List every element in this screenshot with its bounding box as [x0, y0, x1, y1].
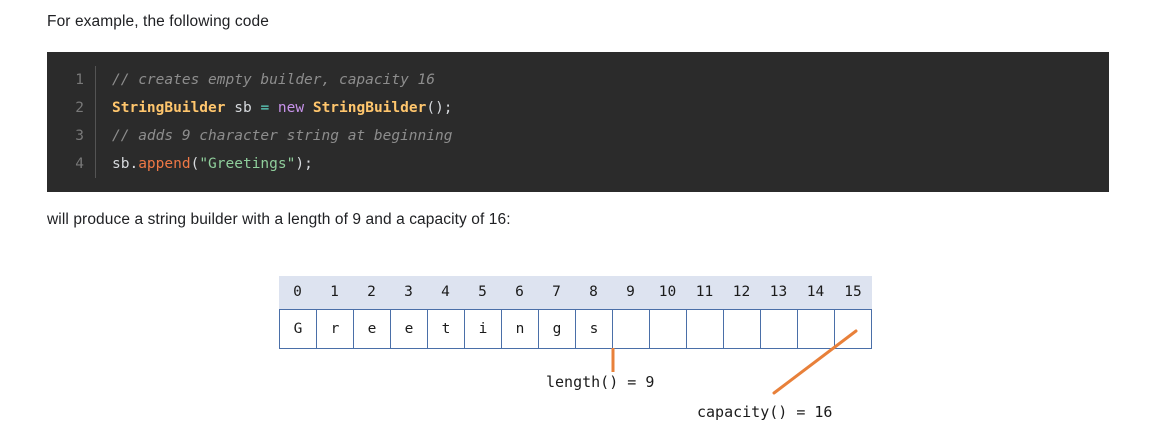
- character-cell: [835, 310, 873, 348]
- method-token: append: [138, 156, 191, 172]
- constructor-token: StringBuilder: [312, 100, 427, 116]
- code-line-3: 3 // adds 9 character string at beginnin…: [47, 122, 1109, 150]
- character-cell: [687, 310, 724, 348]
- index-cell: 14: [806, 284, 825, 300]
- character-cell: [724, 310, 761, 348]
- character-cell: [650, 310, 687, 348]
- character-cell: r: [317, 310, 354, 348]
- index-cell: 15: [844, 284, 862, 300]
- character-cell: [761, 310, 798, 348]
- index-cell: 4: [441, 284, 450, 300]
- index-cell: 2: [367, 284, 376, 300]
- result-paragraph: will produce a string builder with a len…: [47, 211, 511, 228]
- code-line-4-content: sb.append("Greetings");: [95, 150, 1109, 178]
- character-cell: n: [502, 310, 539, 348]
- character-cell: e: [354, 310, 391, 348]
- variable-token: sb: [234, 100, 252, 116]
- comment-token: // creates empty builder, capacity 16: [112, 72, 436, 88]
- code-line-2-content: StringBuilder sb = new StringBuilder();: [95, 94, 1109, 122]
- character-cell: [798, 310, 835, 348]
- operator-token: =: [260, 100, 270, 116]
- index-cell: 13: [769, 284, 788, 300]
- type-token: StringBuilder: [112, 100, 226, 116]
- index-cell: 0: [293, 284, 302, 300]
- line-number-4: 4: [75, 156, 84, 172]
- character-cell: t: [428, 310, 465, 348]
- comment-token: // adds 9 character string at beginning: [112, 128, 453, 144]
- character-cell: g: [539, 310, 576, 348]
- index-cell: 1: [330, 284, 339, 300]
- index-cell: 6: [515, 284, 524, 300]
- string-token: "Greetings": [199, 156, 296, 172]
- close-paren-token: );: [295, 156, 313, 172]
- intro-paragraph: For example, the following code: [47, 13, 269, 30]
- line-number-3: 3: [75, 128, 84, 144]
- index-cell: 12: [732, 284, 751, 300]
- index-cell: 11: [695, 284, 714, 300]
- code-line-3-content: // adds 9 character string at beginning: [95, 122, 1109, 150]
- variable-token: sb: [112, 156, 130, 172]
- character-cell: e: [391, 310, 428, 348]
- keyword-token: new: [277, 100, 305, 116]
- index-cell: 7: [552, 284, 561, 300]
- index-cell: 9: [626, 284, 635, 300]
- length-annotation-label: length() = 9: [546, 373, 655, 391]
- index-cell: 5: [478, 284, 487, 300]
- code-block: 1 // creates empty builder, capacity 16 …: [47, 52, 1109, 192]
- punctuation-token: ();: [426, 100, 453, 116]
- code-line-1: 1 // creates empty builder, capacity 16: [47, 66, 1109, 94]
- code-line-1-content: // creates empty builder, capacity 16: [95, 66, 1109, 94]
- index-cell: 8: [589, 284, 598, 300]
- index-cell: 10: [658, 284, 677, 300]
- line-number-1: 1: [75, 72, 84, 88]
- open-paren-token: (: [190, 156, 200, 172]
- character-cell: i: [465, 310, 502, 348]
- capacity-annotation-label: capacity() = 16: [697, 403, 833, 421]
- character-cell: s: [576, 310, 613, 348]
- index-cell: 3: [404, 284, 413, 300]
- dot-token: .: [129, 156, 139, 172]
- line-number-2: 2: [75, 100, 84, 116]
- code-line-2: 2 StringBuilder sb = new StringBuilder()…: [47, 94, 1109, 122]
- character-cell: G: [280, 310, 317, 348]
- code-line-4: 4 sb.append("Greetings");: [47, 150, 1109, 178]
- character-cell: [613, 310, 650, 348]
